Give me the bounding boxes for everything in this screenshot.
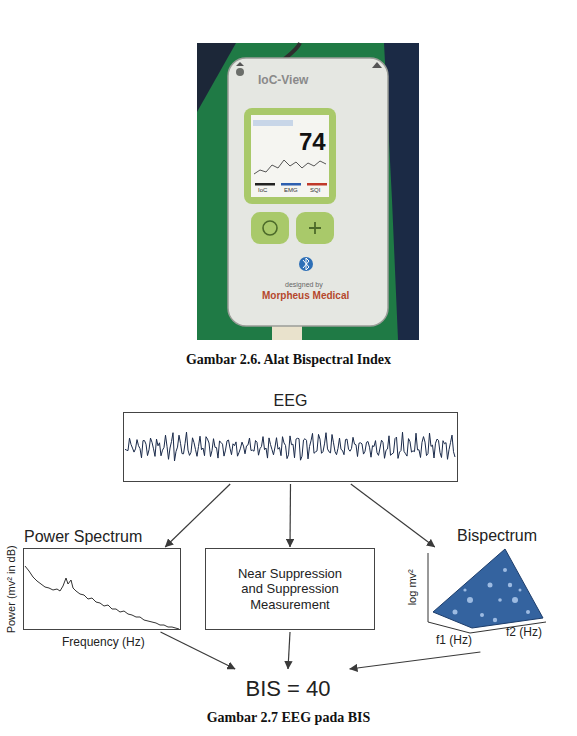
flow-arrow [161,632,236,669]
flow-arrow [350,652,481,669]
maker-label: Morpheus Medical [262,290,349,302]
device-body [228,58,388,326]
bluetooth-icon [299,257,313,271]
bispectrum-texture [453,568,531,622]
screen-trend [254,160,326,174]
spectrum-curve [25,566,179,629]
indicator-label: IoC [258,187,267,194]
process-box: Near Suppression and Suppression Measure… [205,548,375,630]
indicator-bar [255,183,275,186]
cloth-shadow [384,43,419,340]
figure-caption: Gambar 2.6. Alat Bispectral Index [0,352,577,368]
node-heading: EEG [124,392,457,410]
plot-box: Power Spectrum [23,548,181,630]
button-icon [263,221,277,235]
figure-caption: Gambar 2.7 EEG pada BIS [0,710,577,726]
button-icon [309,222,321,234]
axis-label: Frequency (Hz) [62,636,145,650]
flow-arrow [351,484,435,547]
bluetooth-icon [303,258,309,270]
screen-bar [253,120,293,126]
eeg-wave [125,432,455,461]
text-wrap: BIS = 40 [200,670,376,709]
text-wrap: Near Suppression and Suppression Measure… [206,549,374,629]
node-text: BIS = 40 [245,676,330,702]
node-text: Near Suppression and Suppression Measure… [228,566,352,613]
node-heading: Bispectrum [457,527,537,545]
screen-value: 74 [299,128,326,156]
indicator-bar [307,183,327,186]
node-heading: Power Spectrum [24,528,142,546]
indicator-label: EMG [284,187,298,194]
cloth-background [197,43,419,340]
screen [251,115,329,197]
signal-box: EEG [123,412,458,482]
maker-label: designed by [285,281,323,289]
axis-label: log mv² [406,558,419,618]
power-button [236,68,244,76]
axis-label: f1 (Hz) [436,634,472,648]
flow-arrow [289,484,291,547]
screen-bezel [244,108,336,204]
flow-arrow [288,632,290,669]
brand-label: IoC-View [258,74,308,88]
marker [236,62,244,66]
flow-arrow [165,484,230,547]
result-box: BIS = 40 [200,670,376,709]
axis-label: f2 (Hz) [506,626,542,640]
button [296,212,334,244]
axis-label: Power (mv² in dB) [5,525,18,655]
button [251,212,289,244]
indicator-bar [281,183,301,186]
marker [372,62,382,68]
indicator-label: SQI [310,187,320,194]
bispectrum-surface [433,549,543,628]
